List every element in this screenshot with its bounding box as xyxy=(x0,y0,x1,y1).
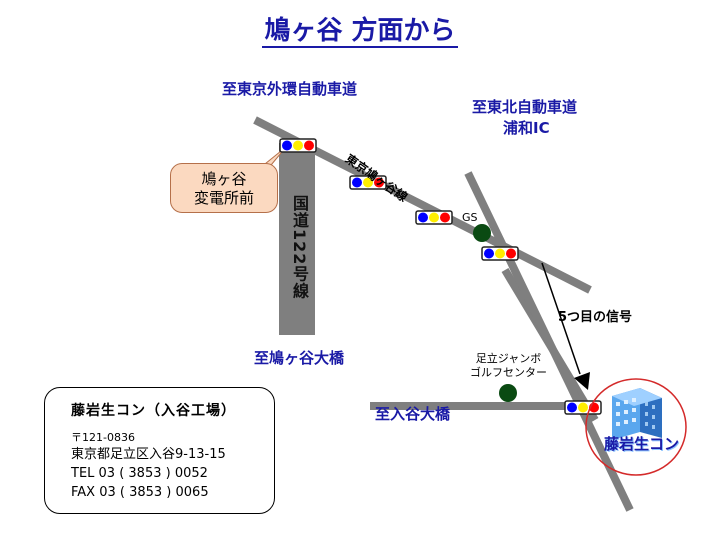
company-name: 藤岩生コン（入谷工場） xyxy=(71,403,236,419)
traffic-signal-icon xyxy=(481,246,519,261)
company-fax: FAX 03 ( 3853 ) 0065 xyxy=(71,485,209,500)
company-zip: 〒121-0836 xyxy=(71,431,135,444)
golf-label-line1: 足立ジャンボ xyxy=(475,352,542,365)
label-to-iriya-ohashi: 至入谷大橋 xyxy=(375,405,451,423)
road-tohoku-route xyxy=(464,171,634,512)
fifth-signal-note: 5つ目の信号 xyxy=(558,310,633,325)
traffic-signal-icon xyxy=(349,175,387,190)
destination-ring xyxy=(585,378,687,476)
building-icon xyxy=(612,388,662,440)
road-route-122 xyxy=(279,143,315,335)
label-to-gaikan: 至東京外環自動車道 xyxy=(222,80,358,98)
traffic-signal-icon xyxy=(415,210,453,225)
destination-logo: 藤岩生コン xyxy=(604,435,680,453)
route-122-label: 国道122号線 xyxy=(290,195,309,300)
golf-label-line2: ゴルフセンター xyxy=(470,366,547,379)
label-to-tohoku: 至東北自動車道 xyxy=(472,98,578,116)
company-info-card: 藤岩生コン（入谷工場） 〒121-0836 東京都足立区入谷9-13-15 TE… xyxy=(44,387,275,514)
arrow-down-icon xyxy=(541,262,581,375)
arrow-head xyxy=(574,372,590,390)
gas-station-icon xyxy=(473,224,491,242)
golf-center-icon xyxy=(499,384,517,402)
traffic-signal-icon xyxy=(564,400,602,415)
label-urawa-ic: 浦和IC xyxy=(503,119,550,137)
company-tel: TEL 03 ( 3853 ) 0052 xyxy=(71,466,208,481)
gs-label: GS xyxy=(462,211,478,224)
company-address: 東京都足立区入谷9-13-15 xyxy=(71,447,226,462)
golf-center-label: 足立ジャンボ ゴルフセンター xyxy=(470,352,547,380)
page-title: 鳩ヶ谷 方面から xyxy=(0,10,720,48)
callout-line1: 鳩ヶ谷 xyxy=(201,170,247,188)
label-to-hatogaya-ohashi: 至鳩ヶ谷大橋 xyxy=(254,349,345,367)
page-title-text: 鳩ヶ谷 方面から xyxy=(262,16,458,48)
callout-hatogaya-substation: 鳩ヶ谷 変電所前 xyxy=(170,163,278,213)
traffic-signal-icon xyxy=(279,138,317,153)
callout-line2: 変電所前 xyxy=(193,189,254,207)
